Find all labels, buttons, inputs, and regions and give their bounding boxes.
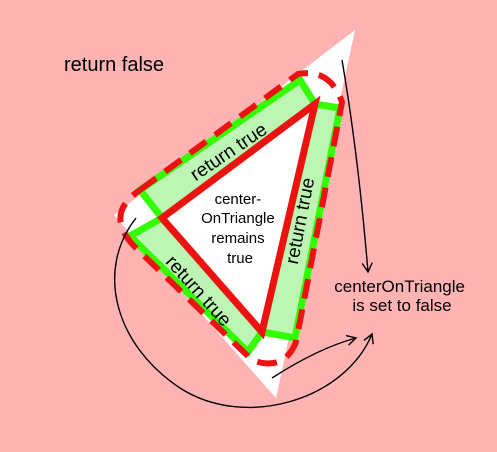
label-result-line: centerOnTriangle [334,277,465,296]
label-center-line: OnTriangle [201,210,275,227]
label-center-line: remains [211,230,264,247]
label-return-false: return false [64,54,164,76]
label-center: center- OnTriangle remains true [201,191,279,267]
arrow-short [271,334,358,379]
label-result: centerOnTriangle is set to false [334,277,469,315]
label-center-line: center- [215,191,262,208]
inner-triangle [156,95,321,340]
arrow-down [341,59,373,274]
arrow-swoop [114,217,374,409]
dashed-outline [117,70,345,367]
label-result-line: is set to false [352,296,451,315]
label-center-line: true [227,250,253,267]
